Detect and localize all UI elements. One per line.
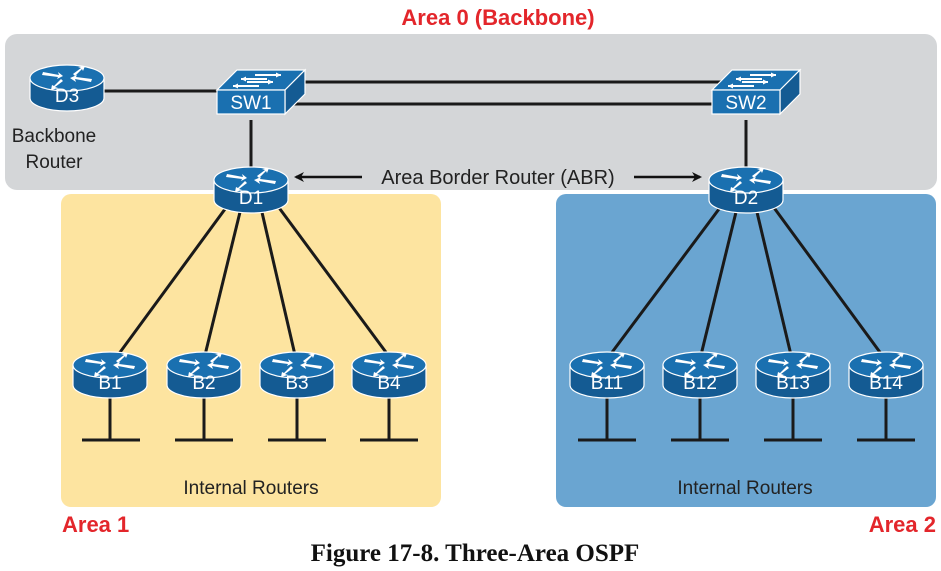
abr-label: Area Border Router (ABR) bbox=[381, 167, 614, 189]
lan-b13 bbox=[764, 398, 822, 442]
router-d1: D1 bbox=[213, 166, 289, 214]
router-b3: B3 bbox=[259, 351, 335, 399]
lan-b14 bbox=[857, 398, 915, 442]
router-top bbox=[72, 351, 148, 379]
router-label: B11 bbox=[591, 373, 623, 394]
router-arrows-icon bbox=[272, 353, 322, 377]
router-arrows-icon bbox=[179, 353, 229, 377]
lan-b1 bbox=[82, 398, 140, 442]
router-top bbox=[755, 351, 831, 379]
router-top bbox=[29, 64, 105, 92]
router-arrows-icon bbox=[675, 353, 725, 377]
router-label: B1 bbox=[98, 373, 121, 394]
router-arrows-icon bbox=[364, 353, 414, 377]
lan-b2 bbox=[175, 398, 233, 442]
link-d2-b11 bbox=[608, 204, 724, 356]
router-label: D2 bbox=[734, 188, 758, 209]
switch-sw1: SW1 bbox=[215, 68, 307, 116]
router-arrows-icon bbox=[768, 353, 818, 377]
link-d1-b3 bbox=[259, 207, 297, 356]
router-top bbox=[708, 166, 784, 194]
switch-label: SW1 bbox=[230, 93, 271, 114]
router-top bbox=[166, 351, 242, 379]
router-d3: D3 bbox=[29, 64, 105, 112]
link-d2-b13 bbox=[754, 207, 793, 356]
router-top bbox=[351, 351, 427, 379]
lan-b12 bbox=[671, 398, 729, 442]
router-b11: B11 bbox=[569, 351, 645, 399]
lan-b4 bbox=[360, 398, 418, 442]
lan-segments bbox=[82, 398, 915, 442]
abr-annotation: Area Border Router (ABR) bbox=[294, 165, 702, 189]
backbone-router-label-line1: Backbone bbox=[12, 126, 97, 147]
router-label: B4 bbox=[377, 373, 401, 394]
router-arrows-icon bbox=[721, 168, 771, 192]
links-layer bbox=[100, 80, 884, 356]
switch-label: SW2 bbox=[725, 93, 766, 114]
router-label: B12 bbox=[683, 373, 717, 394]
link-d2-b14 bbox=[770, 204, 884, 356]
switch-front bbox=[711, 89, 781, 115]
router-b1: B1 bbox=[72, 351, 148, 399]
router-label: B13 bbox=[776, 373, 810, 394]
link-d2-b12 bbox=[699, 207, 739, 356]
router-b2: B2 bbox=[166, 351, 242, 399]
area1-title: Area 1 bbox=[62, 512, 129, 537]
router-top bbox=[848, 351, 924, 379]
router-b4: B4 bbox=[351, 351, 427, 399]
abr-label-background bbox=[366, 165, 630, 189]
router-label: B2 bbox=[192, 373, 215, 394]
router-arrows-icon bbox=[42, 66, 92, 90]
backbone-router-label-line2: Router bbox=[25, 152, 83, 173]
router-label: B14 bbox=[869, 373, 903, 394]
area2-internal-routers-label: Internal Routers bbox=[677, 478, 812, 499]
router-d2: D2 bbox=[708, 166, 784, 214]
area2-background bbox=[556, 194, 936, 507]
router-label: D1 bbox=[239, 188, 263, 209]
router-b14: B14 bbox=[848, 351, 924, 399]
switch-front bbox=[216, 89, 286, 115]
router-arrows-icon bbox=[226, 168, 276, 192]
router-top bbox=[662, 351, 738, 379]
router-top bbox=[259, 351, 335, 379]
router-arrows-icon bbox=[85, 353, 135, 377]
router-label: B3 bbox=[285, 373, 308, 394]
link-d1-b4 bbox=[275, 204, 390, 356]
link-d1-b2 bbox=[203, 207, 243, 356]
switch-sw2: SW2 bbox=[710, 68, 802, 116]
lan-b11 bbox=[578, 398, 636, 442]
switch-arrows-icon bbox=[233, 72, 281, 89]
area2-title: Area 2 bbox=[869, 512, 936, 537]
router-top bbox=[213, 166, 289, 194]
router-b13: B13 bbox=[755, 351, 831, 399]
router-b12: B12 bbox=[662, 351, 738, 399]
switch-arrows-icon bbox=[728, 72, 776, 89]
figure-caption: Figure 17-8. Three-Area OSPF bbox=[311, 540, 640, 567]
link-d1-b1 bbox=[116, 204, 230, 356]
router-arrows-icon bbox=[582, 353, 632, 377]
router-top bbox=[569, 351, 645, 379]
router-label: D3 bbox=[55, 86, 79, 107]
lan-b3 bbox=[268, 398, 326, 442]
area1-background bbox=[61, 194, 441, 507]
area0-title: Area 0 (Backbone) bbox=[401, 5, 594, 30]
router-arrows-icon bbox=[861, 353, 911, 377]
area1-internal-routers-label: Internal Routers bbox=[183, 478, 318, 499]
backbone-router-label-background bbox=[18, 122, 100, 174]
